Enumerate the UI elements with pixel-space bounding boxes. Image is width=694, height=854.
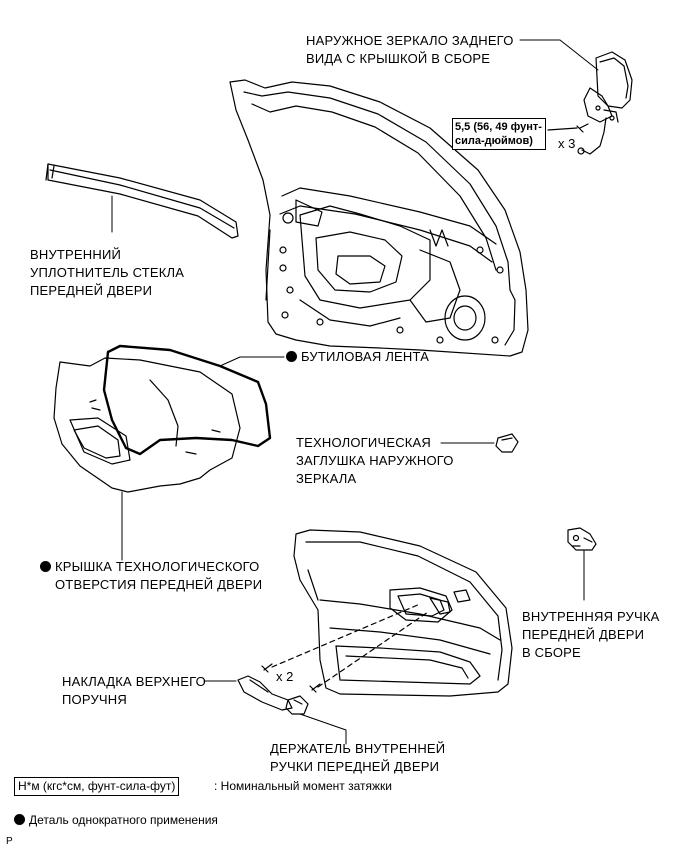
label-handle-bezel-line2: РУЧКИ ПЕРЕДНЕЙ ДВЕРИ	[270, 759, 440, 774]
mirror-plug-drawing	[495, 433, 519, 453]
label-butyl-tape: БУТИЛОВАЯ ЛЕНТА	[286, 348, 429, 366]
label-inside-handle-line2: ПЕРЕДНЕЙ ДВЕРИ	[522, 627, 645, 642]
label-mirror-plug-line3: ЗЕРКАЛА	[296, 471, 357, 486]
torque-spec-line2: сила-дюймов)	[455, 135, 533, 147]
door-shell	[229, 79, 529, 357]
trim-screws	[261, 663, 321, 693]
label-service-hole-cover-line1: КРЫШКА ТЕХНОЛОГИЧЕСКОГО	[55, 559, 260, 574]
label-handle-bezel: ДЕРЖАТЕЛЬ ВНУТРЕННЕЙ РУЧКИ ПЕРЕДНЕЙ ДВЕР…	[270, 740, 445, 776]
label-outside-mirror-line2: ВИДА С КРЫШКОЙ В СБОРЕ	[306, 51, 491, 66]
armrest-cover-drawing	[237, 675, 293, 711]
handle-bezel-drawing	[285, 695, 309, 715]
label-glass-weatherstrip-line2: УПЛОТНИТЕЛЬ СТЕКЛА	[30, 265, 185, 280]
label-glass-weatherstrip-line1: ВНУТРЕННИЙ	[30, 247, 122, 262]
leader-lines	[111, 39, 599, 745]
single-use-dot-icon	[286, 351, 297, 362]
outside-mirror-drawing	[547, 51, 633, 155]
single-use-dot-icon	[14, 814, 25, 825]
label-inside-handle: ВНУТРЕННЯЯ РУЧКА ПЕРЕДНЕЙ ДВЕРИ В СБОРЕ	[522, 608, 660, 662]
label-glass-weatherstrip: ВНУТРЕННИЙ УПЛОТНИТЕЛЬ СТЕКЛА ПЕРЕДНЕЙ Д…	[30, 246, 184, 300]
label-service-hole-cover-line2: ОТВЕРСТИЯ ПЕРЕДНЕЙ ДВЕРИ	[55, 577, 263, 592]
label-inside-handle-line3: В СБОРЕ	[522, 645, 581, 660]
legend-torque-units: Н*м (кгс*см, фунт-сила-фут)	[14, 777, 180, 796]
label-handle-bezel-line1: ДЕРЖАТЕЛЬ ВНУТРЕННЕЙ	[270, 741, 446, 756]
label-mirror-plug-line1: ТЕХНОЛОГИЧЕСКАЯ	[296, 435, 432, 450]
mirror-bolts-multiplier: x 3	[558, 136, 576, 151]
trim-screws-multiplier: x 2	[276, 669, 294, 684]
corner-mark: P	[6, 836, 13, 847]
door-trim-drawing	[293, 529, 513, 697]
torque-spec-box: 5,5 (56, 49 фунт- сила-дюймов)	[452, 118, 546, 150]
inside-handle-drawing	[567, 527, 597, 551]
label-inside-handle-line1: ВНУТРЕННЯЯ РУЧКА	[522, 609, 660, 624]
label-outside-mirror-line1: НАРУЖНОЕ ЗЕРКАЛО ЗАДНЕГО	[306, 33, 514, 48]
label-mirror-plug-line2: ЗАГЛУШКА НАРУЖНОГО	[296, 453, 454, 468]
service-hole-cover-drawing	[53, 344, 272, 493]
legend-single-use: Деталь однократного применения	[14, 813, 218, 827]
label-glass-weatherstrip-line3: ПЕРЕДНЕЙ ДВЕРИ	[30, 283, 153, 298]
label-armrest-cover: НАКЛАДКА ВЕРХНЕГО ПОРУЧНЯ	[62, 673, 206, 709]
legend-torque-description: : Номинальный момент затяжки	[214, 779, 392, 793]
label-outside-mirror: НАРУЖНОЕ ЗЕРКАЛО ЗАДНЕГО ВИДА С КРЫШКОЙ …	[306, 32, 514, 68]
label-mirror-plug: ТЕХНОЛОГИЧЕСКАЯ ЗАГЛУШКА НАРУЖНОГО ЗЕРКА…	[296, 434, 454, 488]
dashed-guide-lines	[271, 603, 429, 688]
glass-weatherstrip-drawing	[45, 163, 239, 239]
label-armrest-cover-line1: НАКЛАДКА ВЕРХНЕГО	[62, 674, 206, 689]
single-use-dot-icon	[40, 561, 51, 572]
label-armrest-cover-line2: ПОРУЧНЯ	[62, 692, 127, 707]
label-service-hole-cover: КРЫШКА ТЕХНОЛОГИЧЕСКОГО ОТВЕРСТИЯ ПЕРЕДН…	[40, 558, 262, 594]
label-butyl-tape-text: БУТИЛОВАЯ ЛЕНТА	[301, 349, 430, 364]
legend-single-use-text: Деталь однократного применения	[29, 813, 218, 827]
torque-spec-line1: 5,5 (56, 49 фунт-	[455, 121, 542, 133]
